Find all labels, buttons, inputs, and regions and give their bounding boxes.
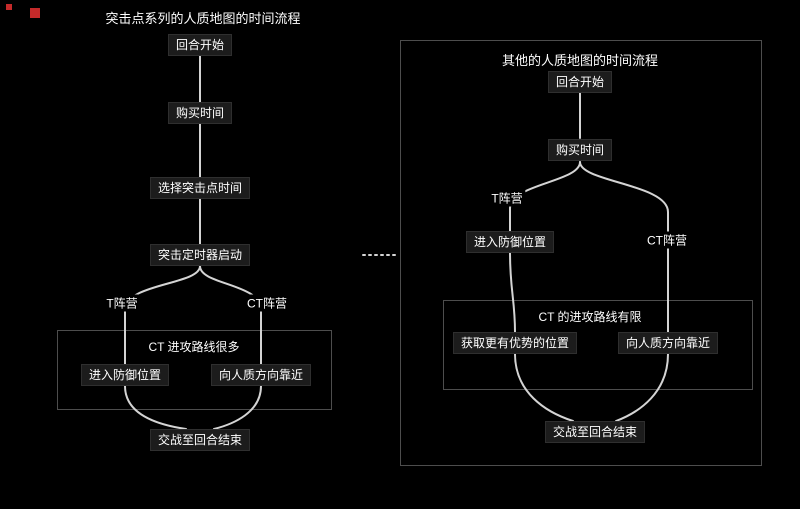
- right-node-round-start: 回合开始: [547, 71, 613, 93]
- red-marker-icon: [30, 8, 40, 18]
- right-node-buy-time: 购买时间: [547, 139, 613, 161]
- left-group-label: CT 进攻路线很多: [148, 340, 240, 354]
- right-group-label: CT 的进攻路线有限: [538, 310, 642, 324]
- left-edge-label-ct-side: CT阵营: [244, 294, 290, 312]
- left-node-buy-time: 购买时间: [167, 102, 233, 124]
- right-node-fight-to-round-end: 交战至回合结束: [544, 421, 646, 443]
- right-edge-label-ct-side: CT阵营: [644, 231, 690, 249]
- right-node-get-better-position: 获取更有优势的位置: [452, 332, 578, 354]
- left-node-choose-assault-point-time: 选择突击点时间: [149, 177, 251, 199]
- left-node-assault-timer-start: 突击定时器启动: [149, 244, 251, 266]
- left-node-approach-hostages: 向人质方向靠近: [210, 364, 312, 386]
- right-node-enter-defense-position: 进入防御位置: [465, 231, 555, 253]
- right-chart-panel: [400, 40, 762, 466]
- left-node-round-start: 回合开始: [167, 34, 233, 56]
- left-edge-label-t-side: T阵营: [103, 294, 141, 312]
- right-node-approach-hostages: 向人质方向靠近: [617, 332, 719, 354]
- red-marker-icon: [6, 4, 12, 10]
- right-edge-label-t-side: T阵营: [488, 189, 526, 207]
- left-node-enter-defense-position: 进入防御位置: [80, 364, 170, 386]
- right-chart-title: 其他的人质地图的时间流程: [501, 53, 659, 68]
- left-chart-title: 突击点系列的人质地图的时间流程: [105, 11, 301, 26]
- left-node-fight-to-round-end: 交战至回合结束: [149, 429, 251, 451]
